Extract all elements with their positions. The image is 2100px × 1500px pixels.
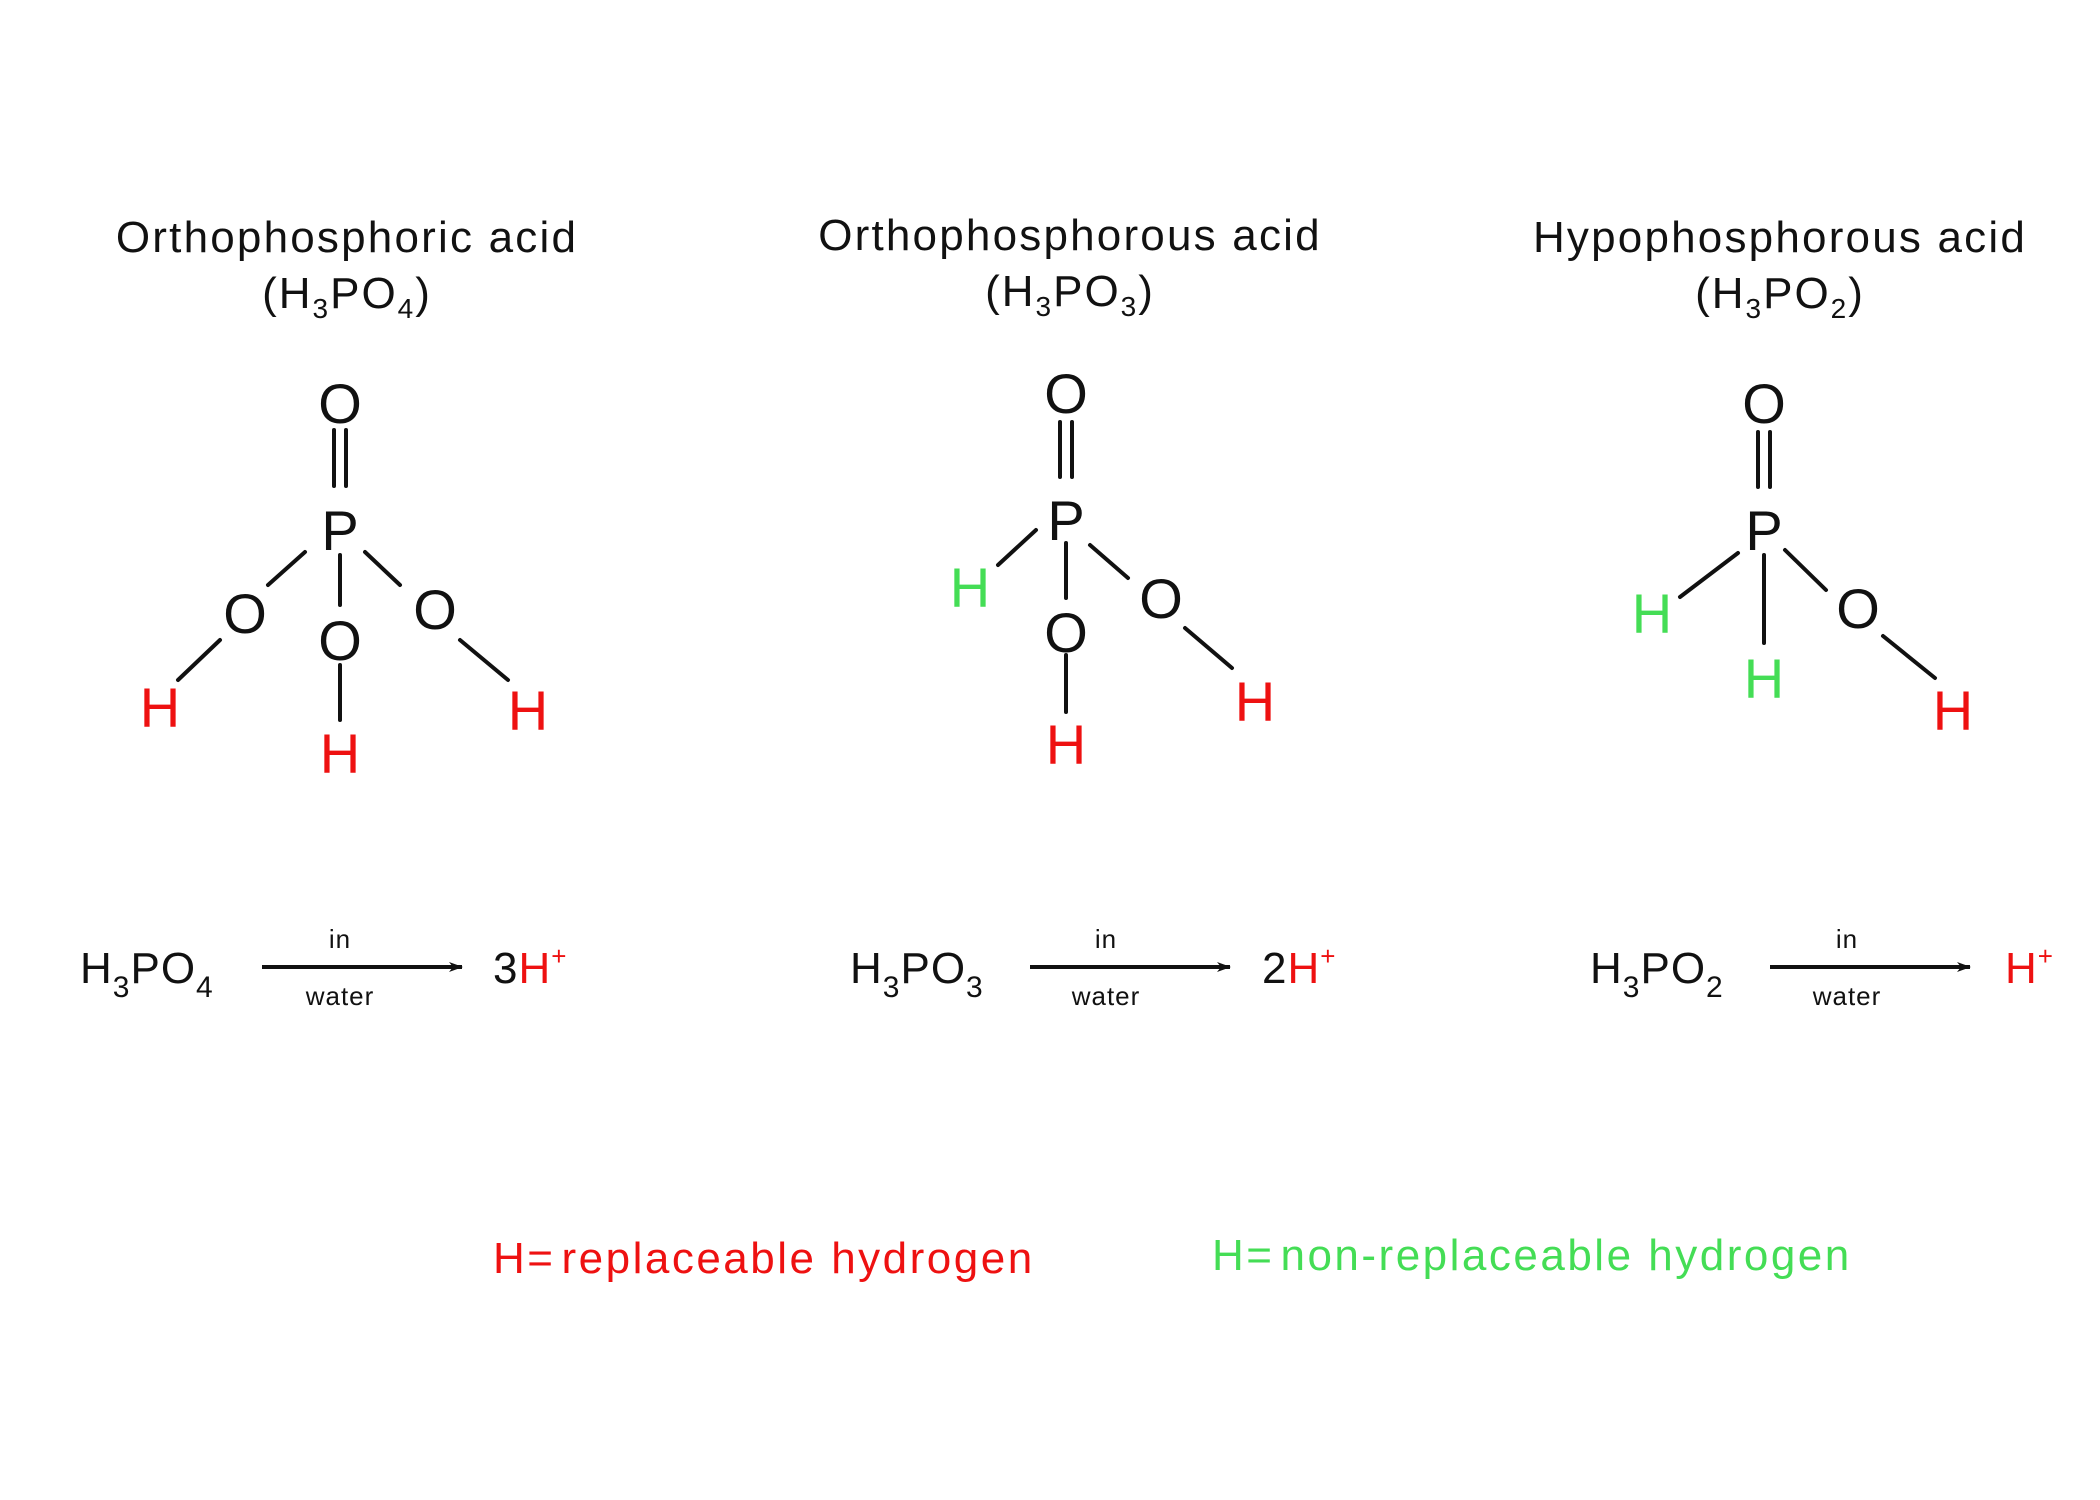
acid-orthophosphorous: Orthophosphorous acid (H3PO3) O P H O O … (818, 211, 1336, 1011)
acid-formula: (H3PO2) (1695, 269, 1865, 324)
replaceable-hydrogen: H (320, 722, 360, 785)
non-replaceable-hydrogen: H (950, 556, 990, 619)
oxygen-atom: O (223, 582, 267, 645)
single-bond (996, 528, 1038, 567)
oxygen-atom: O (318, 372, 362, 435)
replaceable-hydrogen: H (1235, 670, 1275, 733)
reactant-formula: H3PO3 (850, 944, 984, 1004)
single-bond (458, 638, 510, 682)
product-ions: 2H+ (1262, 941, 1336, 993)
single-bond (1183, 626, 1234, 670)
arrow-condition-below: water (1812, 981, 1882, 1011)
acid-formula: (H3PO4) (262, 269, 432, 324)
arrow-condition-above: in (1836, 924, 1858, 954)
acid-name: Orthophosphoric acid (116, 213, 578, 262)
single-bond (176, 638, 222, 682)
single-bond (363, 550, 402, 587)
structure: O P H H O H (1632, 372, 1973, 742)
oxygen-atom: O (1139, 567, 1183, 630)
oxygen-atom: O (318, 609, 362, 672)
legend-replaceable: H=replaceable hydrogen (493, 1234, 1035, 1283)
acid-formula: (H3PO3) (985, 267, 1155, 322)
reactant-formula: H3PO4 (80, 944, 214, 1004)
phosphorus-atom: P (1047, 489, 1084, 552)
legend-non-replaceable: H=non-replaceable hydrogen (1212, 1231, 1852, 1280)
acid-orthophosphoric: Orthophosphoric acid (H3PO4) O P O O O H… (80, 213, 578, 1011)
oxygen-atom: O (1742, 372, 1786, 435)
phosphorus-atom: P (321, 499, 358, 562)
arrow-condition-below: water (305, 981, 375, 1011)
single-bond (1881, 634, 1937, 680)
structure: O P H O O H H (950, 362, 1275, 776)
oxygen-atom: O (1044, 362, 1088, 425)
arrow-condition-below: water (1071, 981, 1141, 1011)
legend: H=replaceable hydrogen H=non-replaceable… (493, 1231, 1852, 1283)
dissociation-equation: H3PO4 in water 3H+ (80, 924, 567, 1011)
dissociation-equation: H3PO3 in water 2H+ (850, 924, 1336, 1011)
single-bond (1678, 551, 1740, 599)
structure: O P O O O H H H (140, 372, 548, 785)
product-ions: 3H+ (493, 941, 567, 993)
acid-hypophosphorous: Hypophosphorous acid (H3PO2) O P H H O H… (1533, 213, 2054, 1011)
single-bond (1088, 543, 1130, 580)
single-bond (266, 550, 307, 587)
replaceable-hydrogen: H (1046, 713, 1086, 776)
phosphorus-atom: P (1745, 499, 1782, 562)
oxygen-atom: O (1836, 577, 1880, 640)
reactant-formula: H3PO2 (1590, 944, 1724, 1004)
arrow-condition-above: in (1095, 924, 1117, 954)
replaceable-hydrogen: H (1933, 679, 1973, 742)
dissociation-equation: H3PO2 in water H+ (1590, 924, 2054, 1011)
single-bond (1783, 548, 1828, 592)
product-ions: H+ (2005, 941, 2054, 993)
replaceable-hydrogen: H (140, 676, 180, 739)
non-replaceable-hydrogen: H (1744, 647, 1784, 710)
arrow-condition-above: in (329, 924, 351, 954)
oxygen-atom: O (1044, 601, 1088, 664)
replaceable-hydrogen: H (508, 679, 548, 742)
acid-name: Orthophosphorous acid (818, 211, 1322, 260)
non-replaceable-hydrogen: H (1632, 582, 1672, 645)
oxygen-atom: O (413, 578, 457, 641)
acid-name: Hypophosphorous acid (1533, 213, 2027, 262)
